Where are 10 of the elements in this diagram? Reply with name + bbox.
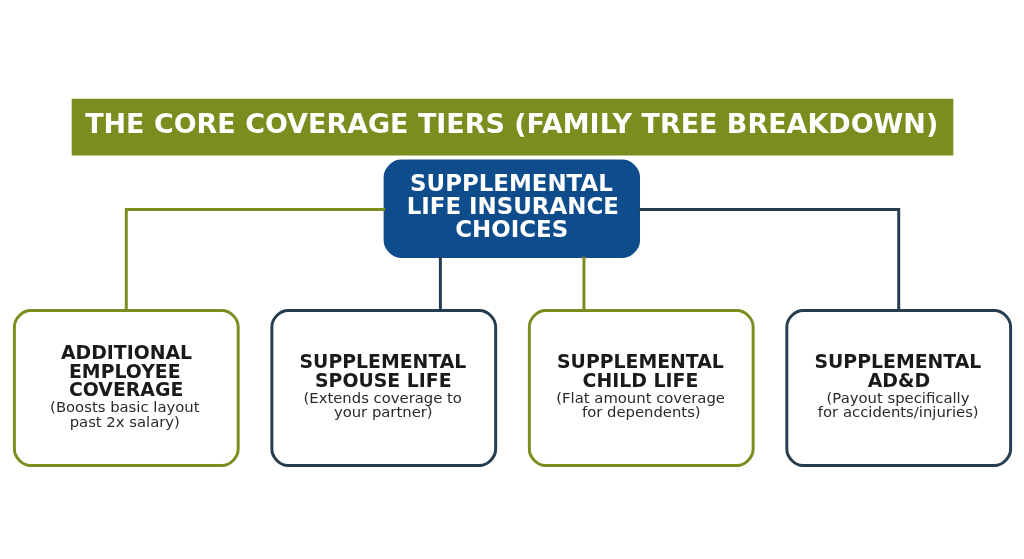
node-box: SUPPLEMENTAL SPOUSE LIFE (Extends coverage to your partner): [269, 309, 497, 467]
node-box: SUPPLEMENTAL LIFE INSURANCE CHOICES: [383, 159, 640, 259]
node-box: SUPPLEMENTAL AD&D (Payout specifically for accidents/injuries): [784, 309, 1012, 467]
diagram-title: THE CORE COVERAGE TIERS (FAMILY TREE BREAKDOWN): [84, 107, 938, 139]
connector: [638, 207, 900, 311]
node-box: ADDITIONAL EMPLOYEE COVERAGE (Boosts basic layout past 2x salary): [12, 309, 240, 467]
node-box: SUPPLEMENTAL CHILD LIFE (Flat amount coverage for dependents): [527, 309, 755, 467]
connector: [438, 256, 442, 311]
connector: [124, 207, 385, 311]
connector: [581, 256, 585, 311]
